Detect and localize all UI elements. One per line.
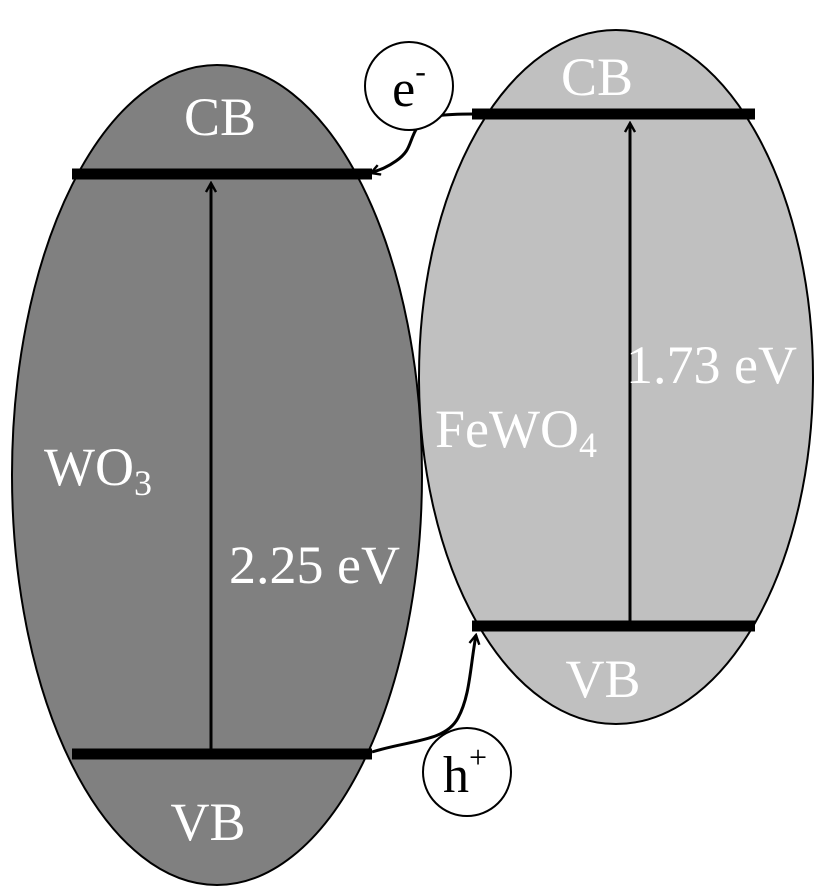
wo3-material-label: WO3 [44, 437, 152, 503]
hole-bubble [422, 727, 512, 817]
fewo4-vb-label: VB [565, 649, 640, 709]
fewo4-cb-label: CB [561, 47, 633, 107]
fewo4-gap-label: 1.73 eV [626, 335, 797, 395]
hole-charge: + [469, 739, 487, 775]
fewo4-ellipse [418, 29, 814, 725]
fewo4-subscript: 4 [579, 425, 597, 465]
electron-charge: - [415, 53, 426, 89]
electron-bubble [364, 41, 454, 131]
electron-label: e- [392, 53, 426, 118]
wo3-gap-label: 2.25 eV [229, 535, 400, 595]
fewo4-material-label: FeWO4 [435, 399, 597, 465]
wo3-vb-label: VB [170, 792, 245, 852]
wo3-subscript: 3 [134, 463, 152, 503]
wo3-cb-label: CB [184, 87, 256, 147]
hole-transfer-arrow [371, 635, 476, 754]
wo3-ellipse [11, 64, 423, 886]
hole-label: h+ [443, 739, 487, 804]
